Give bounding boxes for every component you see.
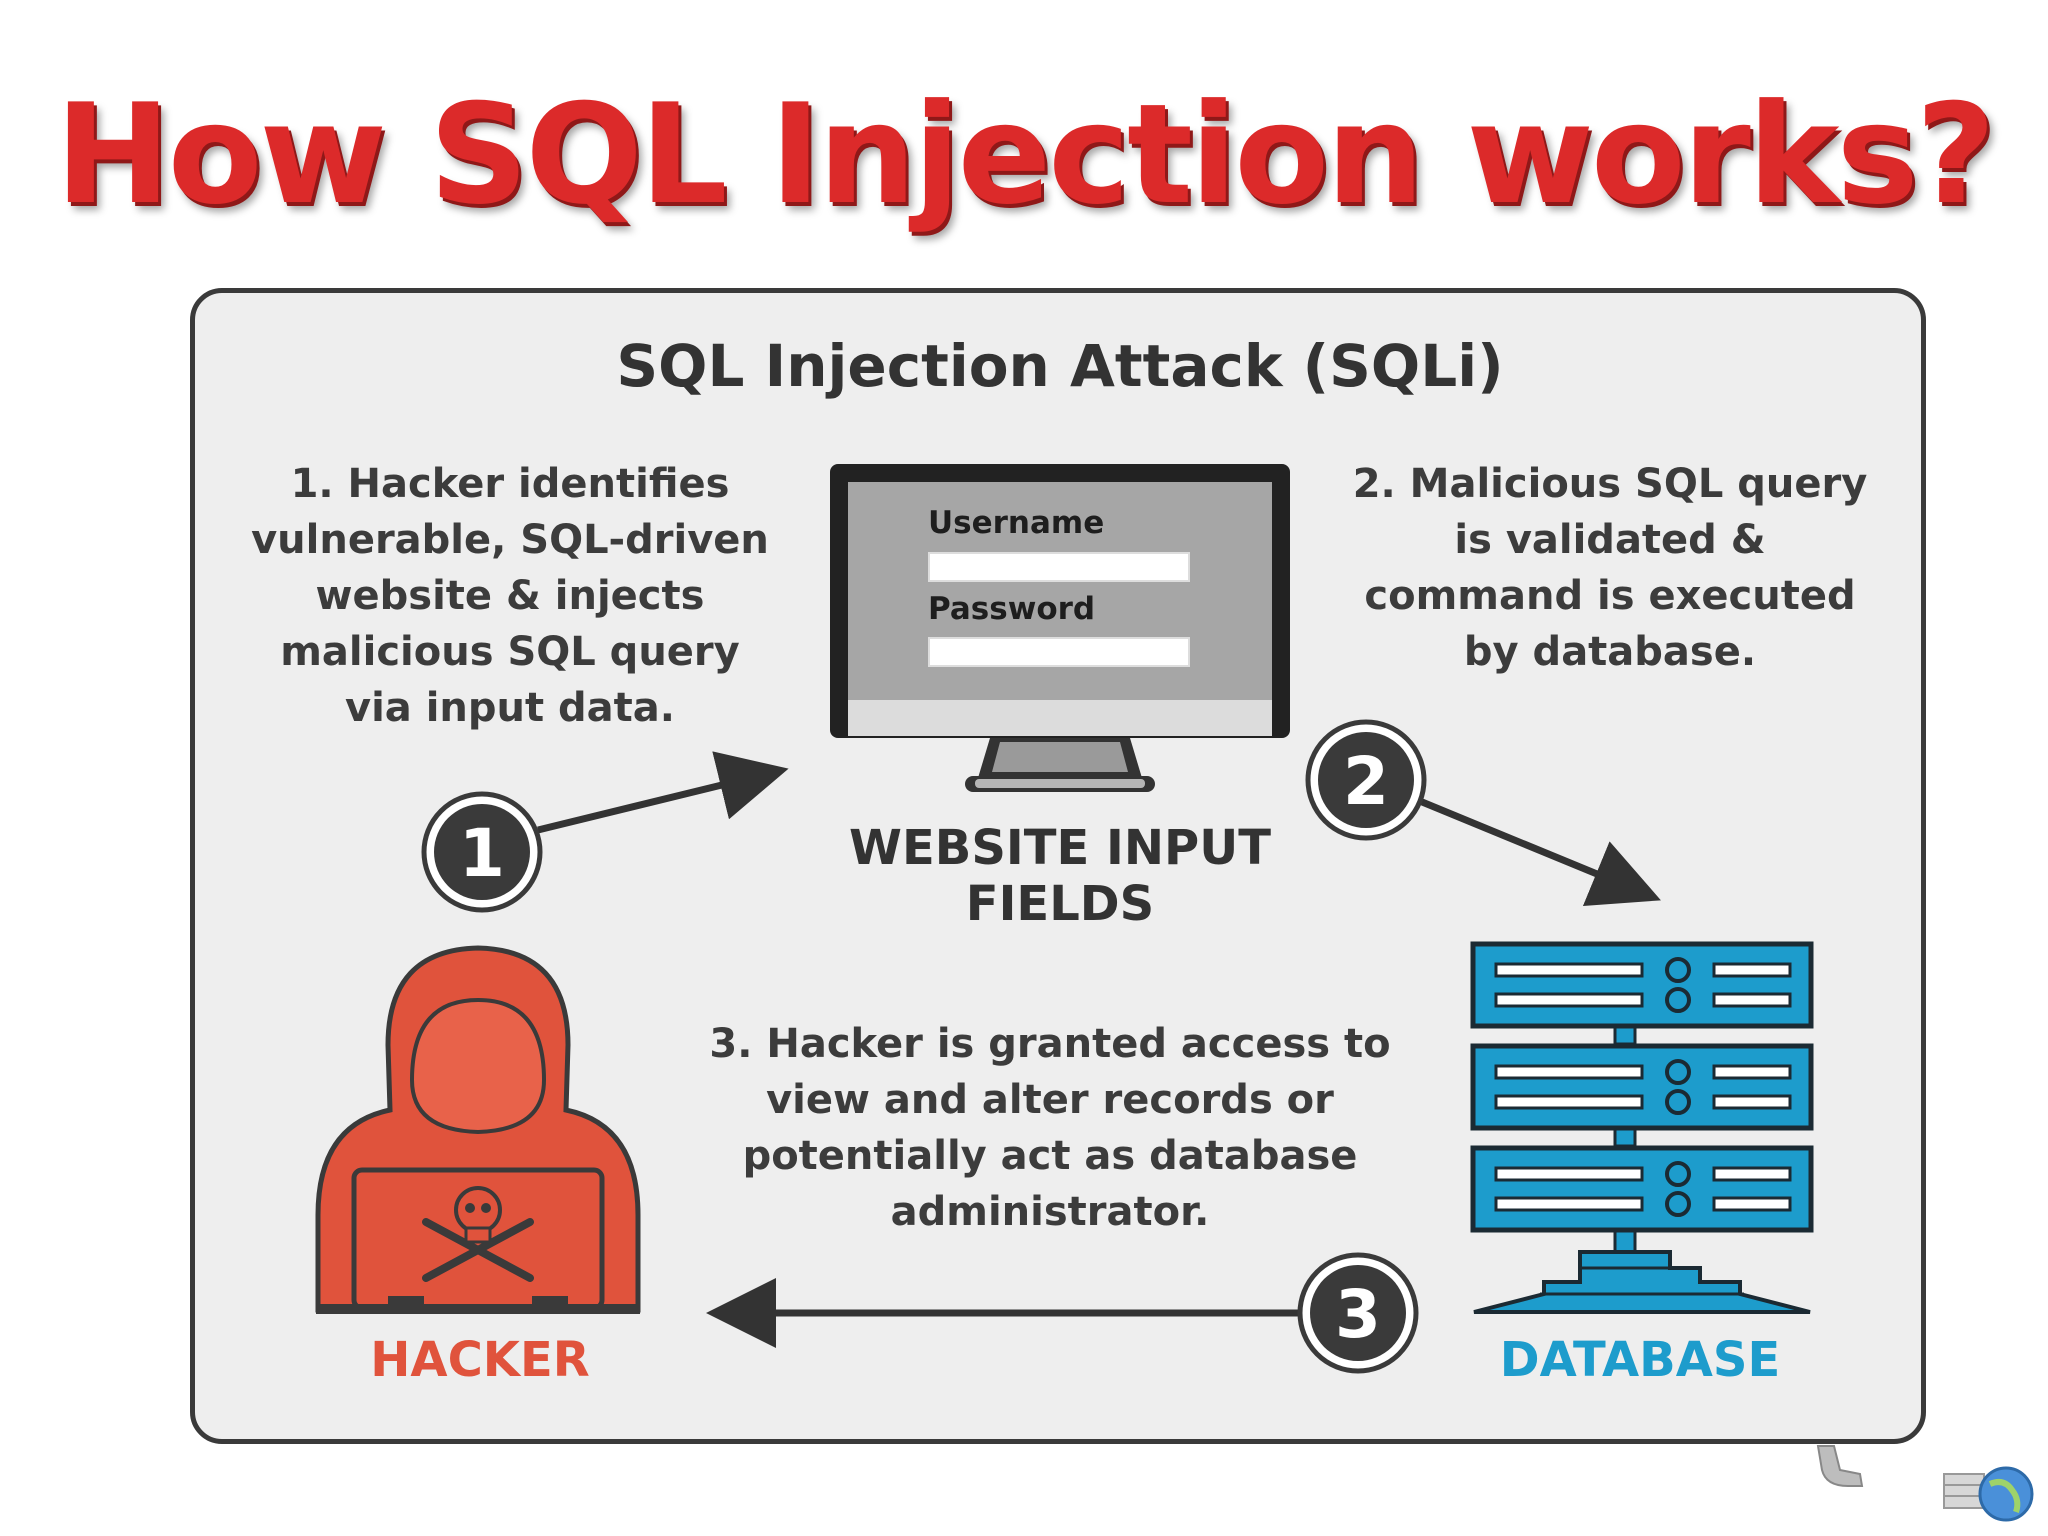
corner-decoration-icon [1816,1445,2034,1522]
step-1-text: 1. Hacker identifies vulnerable, SQL-dri… [251,461,769,731]
step-2-text: 2. Malicious SQL query is validated & co… [1352,461,1868,675]
hacker-icon [315,945,641,1314]
database-label: DATABASE [1499,1332,1781,1388]
password-label: Password [928,591,1096,627]
hacker-label: HACKER [370,1332,590,1388]
database-server-icon [1470,941,1814,1314]
website-label: WEBSITE INPUT FIELDS [849,820,1271,932]
step-3-badge: 3 [1297,1252,1419,1374]
skull-icon [422,1186,534,1282]
main-title: How SQL Injection works? [55,74,1996,235]
step-2-badge: 2 [1305,719,1427,841]
username-label: Username [928,505,1105,541]
step-3-text: 3. Hacker is granted access to view and … [709,1021,1391,1235]
monitor-icon [830,464,1290,792]
step-1-badge: 1 [421,791,543,913]
panel-title: SQL Injection Attack (SQLi) [616,332,1504,400]
password-input [928,637,1190,667]
step-2-number: 2 [1343,743,1389,820]
step-1-number: 1 [459,815,505,892]
step-3-number: 3 [1335,1276,1381,1353]
arrow-2 [1408,793,1661,907]
username-input [928,552,1190,582]
arrow-1 [537,751,789,834]
